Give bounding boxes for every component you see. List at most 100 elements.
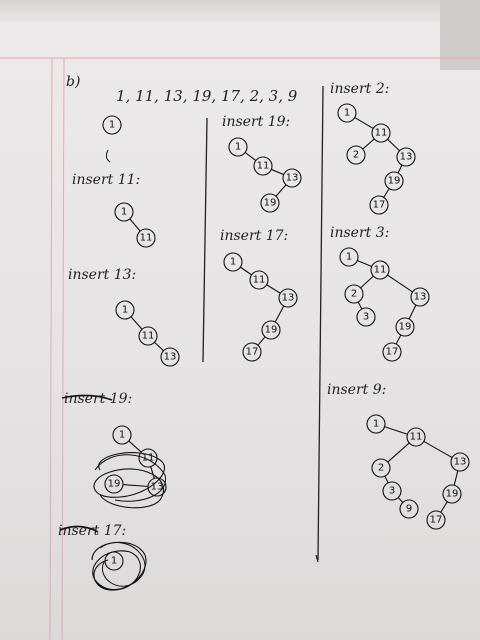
tree-edge (240, 266, 252, 276)
tree-node-value: 13 (286, 173, 299, 184)
tree-edge (423, 440, 453, 459)
tree-node-circle (112, 425, 132, 445)
heading-insert-19: insert 19: (222, 114, 290, 130)
tree-node-value: 11 (374, 265, 387, 276)
tree-node-value: 17 (386, 347, 399, 358)
tree-node-circle (102, 115, 122, 135)
tree-node-value: 17 (246, 347, 259, 358)
tree-node-value: 13 (454, 457, 467, 468)
heading-insert-11: insert 11: (72, 172, 140, 188)
tree-node-circle (384, 171, 404, 191)
tree-edge (266, 284, 281, 294)
tree-edge (384, 426, 408, 435)
tree-node-circle (138, 326, 158, 346)
sequence-text: 1, 11, 13, 19, 17, 2, 3, 9 (116, 87, 298, 105)
tree-node-value: 1 (235, 142, 241, 153)
tree-node-value: 19 (108, 479, 121, 490)
tree-node-circle (370, 260, 390, 280)
tree-node-circle (261, 320, 281, 340)
tree-node-value: 13 (164, 352, 177, 363)
tree-node-circle (369, 195, 389, 215)
tree-insert17a: 1 (104, 551, 124, 571)
tree-node-value: 13 (400, 152, 413, 163)
tree-edge (274, 305, 285, 323)
tree-start: 1 (102, 115, 122, 135)
tree-node-value: 3 (363, 312, 369, 323)
tree-node-circle (382, 481, 402, 501)
tree-edge (362, 138, 375, 150)
tree-node-value: 11 (257, 161, 270, 172)
tree-node-circle (223, 252, 243, 272)
tree-node-value: 1 (373, 419, 379, 430)
tree-node-circle (395, 317, 415, 337)
tree-edge (130, 316, 143, 330)
scribble-19 (93, 452, 166, 509)
tree-node-circle (371, 458, 391, 478)
tree-node-circle (249, 270, 269, 290)
tree-node-circle (138, 448, 158, 468)
tree-edge (154, 341, 164, 352)
tree-edge (440, 501, 448, 513)
divider-arrow (315, 554, 319, 563)
tree-node-value: 1 (346, 252, 352, 263)
tree-node-circle (450, 452, 470, 472)
tree-node-circle (356, 307, 376, 327)
tree-node-circle (442, 484, 462, 504)
tree-node-circle (366, 414, 386, 434)
heading-insert-2: insert 2: (330, 81, 389, 97)
tree-node-value: 2 (378, 463, 384, 474)
tree-node-circle (104, 474, 124, 494)
scribble-17-b (99, 542, 146, 587)
tree-node-value: 17 (373, 200, 386, 211)
tree-node-value: 11 (253, 275, 266, 286)
tree-node-value: 19 (399, 322, 412, 333)
scribble-19-b (94, 454, 166, 502)
left-margin-line (49, 57, 53, 640)
tree-node-value: 19 (388, 176, 401, 187)
tree-edge (357, 259, 372, 268)
tree-node-value: 2 (353, 150, 359, 161)
tree-insert11: 111 (114, 202, 156, 248)
tree-node-circle (344, 284, 364, 304)
tree-node-circle (282, 168, 302, 188)
part-label: b) (66, 74, 80, 90)
tree-edge (122, 484, 149, 487)
tree-node-value: 11 (140, 233, 153, 244)
tree-edge (275, 184, 287, 197)
tree-node-value: 13 (414, 292, 427, 303)
tree-node-circle (406, 427, 426, 447)
tree-node-circle (399, 499, 419, 519)
heading-insert-9: insert 9: (327, 382, 386, 398)
tree-node-value: 19 (264, 198, 277, 209)
tree-node-value: 13 (151, 482, 164, 493)
heading-insert-19-struck: insert 19: (64, 391, 132, 407)
heading-insert-13: insert 13: (68, 267, 136, 283)
tree-node-circle (147, 477, 167, 497)
tree-node-circle (371, 123, 391, 143)
tree-edge (360, 275, 374, 289)
tree-edge (387, 274, 413, 293)
tree-node-circle (346, 145, 366, 165)
tree-edge (387, 442, 410, 463)
heading-insert-17: insert 17: (220, 228, 288, 244)
tree-edge (128, 440, 142, 453)
tree-node-circle (339, 247, 359, 267)
tree-node-value: 1 (230, 257, 236, 268)
tree-node-value: 1 (122, 305, 128, 316)
tree-node-circle (228, 137, 248, 157)
tree-node-value: 11 (410, 432, 423, 443)
tree-node-circle (382, 342, 402, 362)
tree-node-value: 2 (351, 289, 357, 300)
heading-insert-3: insert 3: (330, 225, 389, 241)
tree-node-circle (136, 228, 156, 248)
tree-edge (408, 304, 417, 320)
